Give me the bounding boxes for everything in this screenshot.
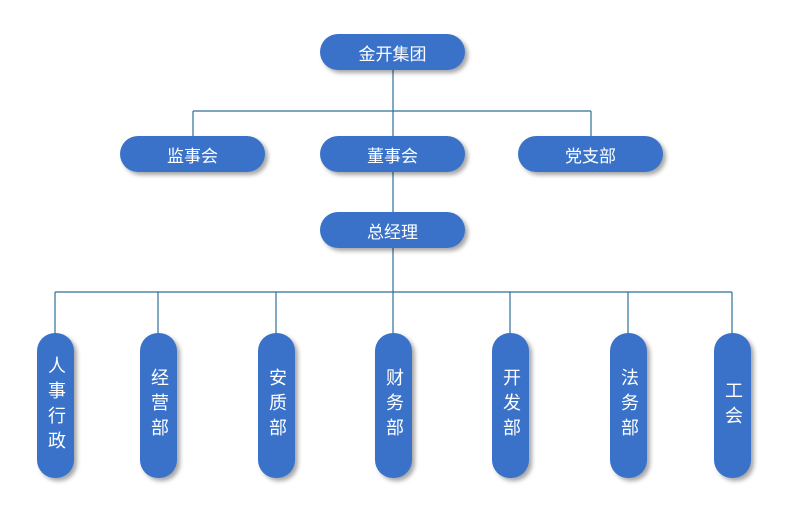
node-root-label: 金开集团 xyxy=(358,44,427,65)
node-party-branch: 党支部 xyxy=(518,136,663,172)
node-department-legal-label: 法务部 xyxy=(618,368,639,443)
node-board-of-directors-label: 董事会 xyxy=(367,146,418,167)
node-department-union: 工会 xyxy=(714,333,751,478)
node-general-manager: 总经理 xyxy=(320,212,465,248)
node-supervisory-board-label: 监事会 xyxy=(167,146,218,167)
node-department-quality: 安质部 xyxy=(258,333,295,478)
node-department-legal: 法务部 xyxy=(610,333,647,478)
node-department-finance-label: 财务部 xyxy=(383,368,404,443)
node-department-development-label: 开发部 xyxy=(500,368,521,443)
node-department-quality-label: 安质部 xyxy=(266,368,287,443)
node-root: 金开集团 xyxy=(320,34,465,70)
node-department-development: 开发部 xyxy=(492,333,529,478)
node-general-manager-label: 总经理 xyxy=(367,222,418,243)
node-board-of-directors: 董事会 xyxy=(320,136,465,172)
node-department-hr: 人事行政 xyxy=(37,333,74,478)
node-department-hr-label: 人事行政 xyxy=(45,355,66,456)
node-department-union-label: 工会 xyxy=(722,380,743,431)
node-department-operations-label: 经营部 xyxy=(148,368,169,443)
node-party-branch-label: 党支部 xyxy=(565,146,616,167)
node-supervisory-board: 监事会 xyxy=(120,136,265,172)
node-department-finance: 财务部 xyxy=(375,333,412,478)
node-department-operations: 经营部 xyxy=(140,333,177,478)
